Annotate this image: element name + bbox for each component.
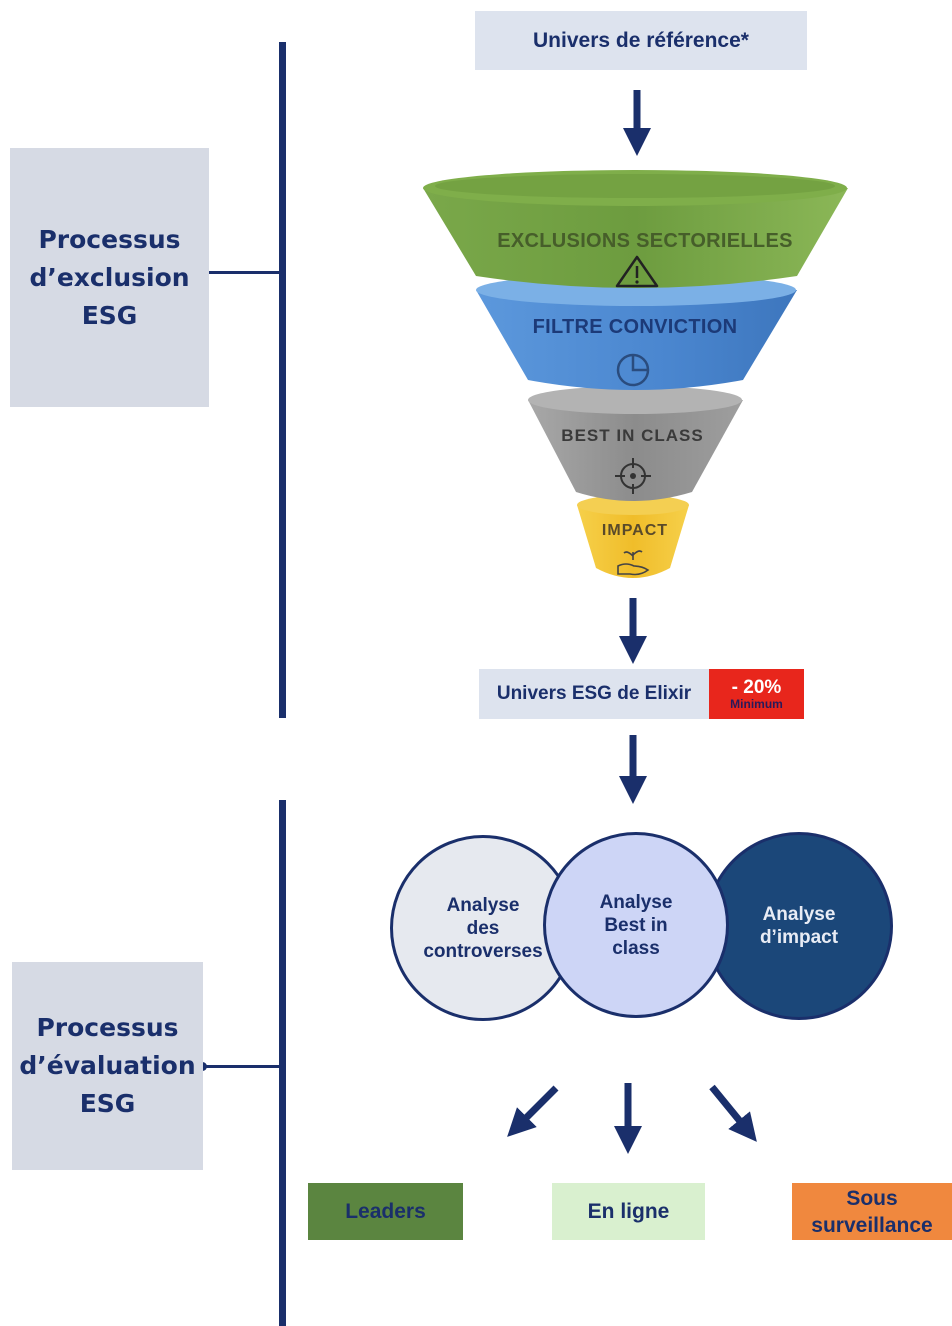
evaluation-process-line2: d’évaluation (19, 1051, 196, 1080)
reference-universe-label: Univers de référence* (533, 28, 749, 52)
exclusion-bracket-line (279, 42, 286, 718)
crosshair-target-icon (615, 458, 651, 494)
exclusion-process-line1: Processus (38, 224, 181, 254)
analysis-controversies-line3: controverses (423, 940, 543, 962)
analysis-impact-line2: d’impact (759, 927, 839, 948)
exclusion-process-line2: d’exclusion (29, 262, 190, 292)
outcome-en-ligne-label: En ligne (587, 1200, 670, 1223)
evaluation-process-line3: ESG (79, 1089, 136, 1118)
analysis-best-in-class-line3: class (612, 937, 660, 959)
funnel-level-exclusions (423, 188, 848, 288)
funnel-label-filtre-conviction: FILTRE CONVICTION (532, 316, 738, 338)
warning-triangle-icon (615, 255, 659, 288)
reduction-badge-value: - 20% (731, 677, 782, 698)
outcome-en-ligne: En ligne (552, 1183, 705, 1240)
funnel-label-best-in-class: BEST IN CLASS (561, 426, 704, 445)
analysis-best-in-class-circle: Analyse Best in class (543, 832, 729, 1018)
hand-plant-icon (617, 550, 650, 576)
reduction-badge-caption: Minimum (730, 697, 783, 711)
outcome-sous-surveillance-line2: surveillance (811, 1213, 933, 1237)
exclusion-process-box: Processus d’exclusion ESG (10, 148, 209, 407)
analysis-controversies-line1: Analyse (446, 894, 520, 916)
funnel-level-impact (577, 505, 689, 578)
analysis-impact-line1: Analyse (762, 904, 836, 925)
analysis-controversies-circle: Analyse des controverses (390, 835, 576, 1021)
funnel-level-best-in-class (528, 400, 743, 501)
evaluation-process-line1: Processus (36, 1013, 179, 1042)
reduction-badge: - 20% Minimum (709, 669, 804, 719)
analysis-best-in-class-line2: Best in (604, 914, 668, 936)
funnel-level-filtre-conviction (476, 290, 797, 390)
analysis-controversies-line2: des (466, 917, 500, 939)
reference-universe-box: Univers de référence* (475, 11, 807, 70)
arrow-to-leaders (507, 1085, 559, 1137)
elixir-universe-label: Univers ESG de Elixir (496, 683, 692, 704)
arrow-to-sous-surveillance (709, 1084, 757, 1142)
evaluation-process-box: Processus d’évaluation ESG (12, 962, 203, 1170)
analysis-best-in-class-line1: Analyse (599, 891, 673, 913)
outcome-leaders: Leaders (308, 1183, 463, 1240)
exclusion-connector-line (205, 271, 283, 274)
elixir-universe-box: Univers ESG de Elixir (479, 669, 709, 719)
outcome-leaders-label: Leaders (345, 1200, 426, 1223)
exclusion-process-line3: ESG (81, 300, 138, 330)
evaluation-connector-line (203, 1065, 283, 1068)
outcome-sous-surveillance-line1: Sous (846, 1186, 898, 1210)
analysis-impact-circle: Analyse d’impact (705, 832, 893, 1020)
outcome-sous-surveillance: Sous surveillance (792, 1183, 952, 1240)
funnel-label-impact: IMPACT (601, 522, 669, 539)
evaluation-bracket-line (279, 800, 286, 1326)
funnel-label-exclusions: EXCLUSIONS SECTORIELLES (497, 230, 793, 252)
pie-chart-icon (616, 353, 650, 387)
